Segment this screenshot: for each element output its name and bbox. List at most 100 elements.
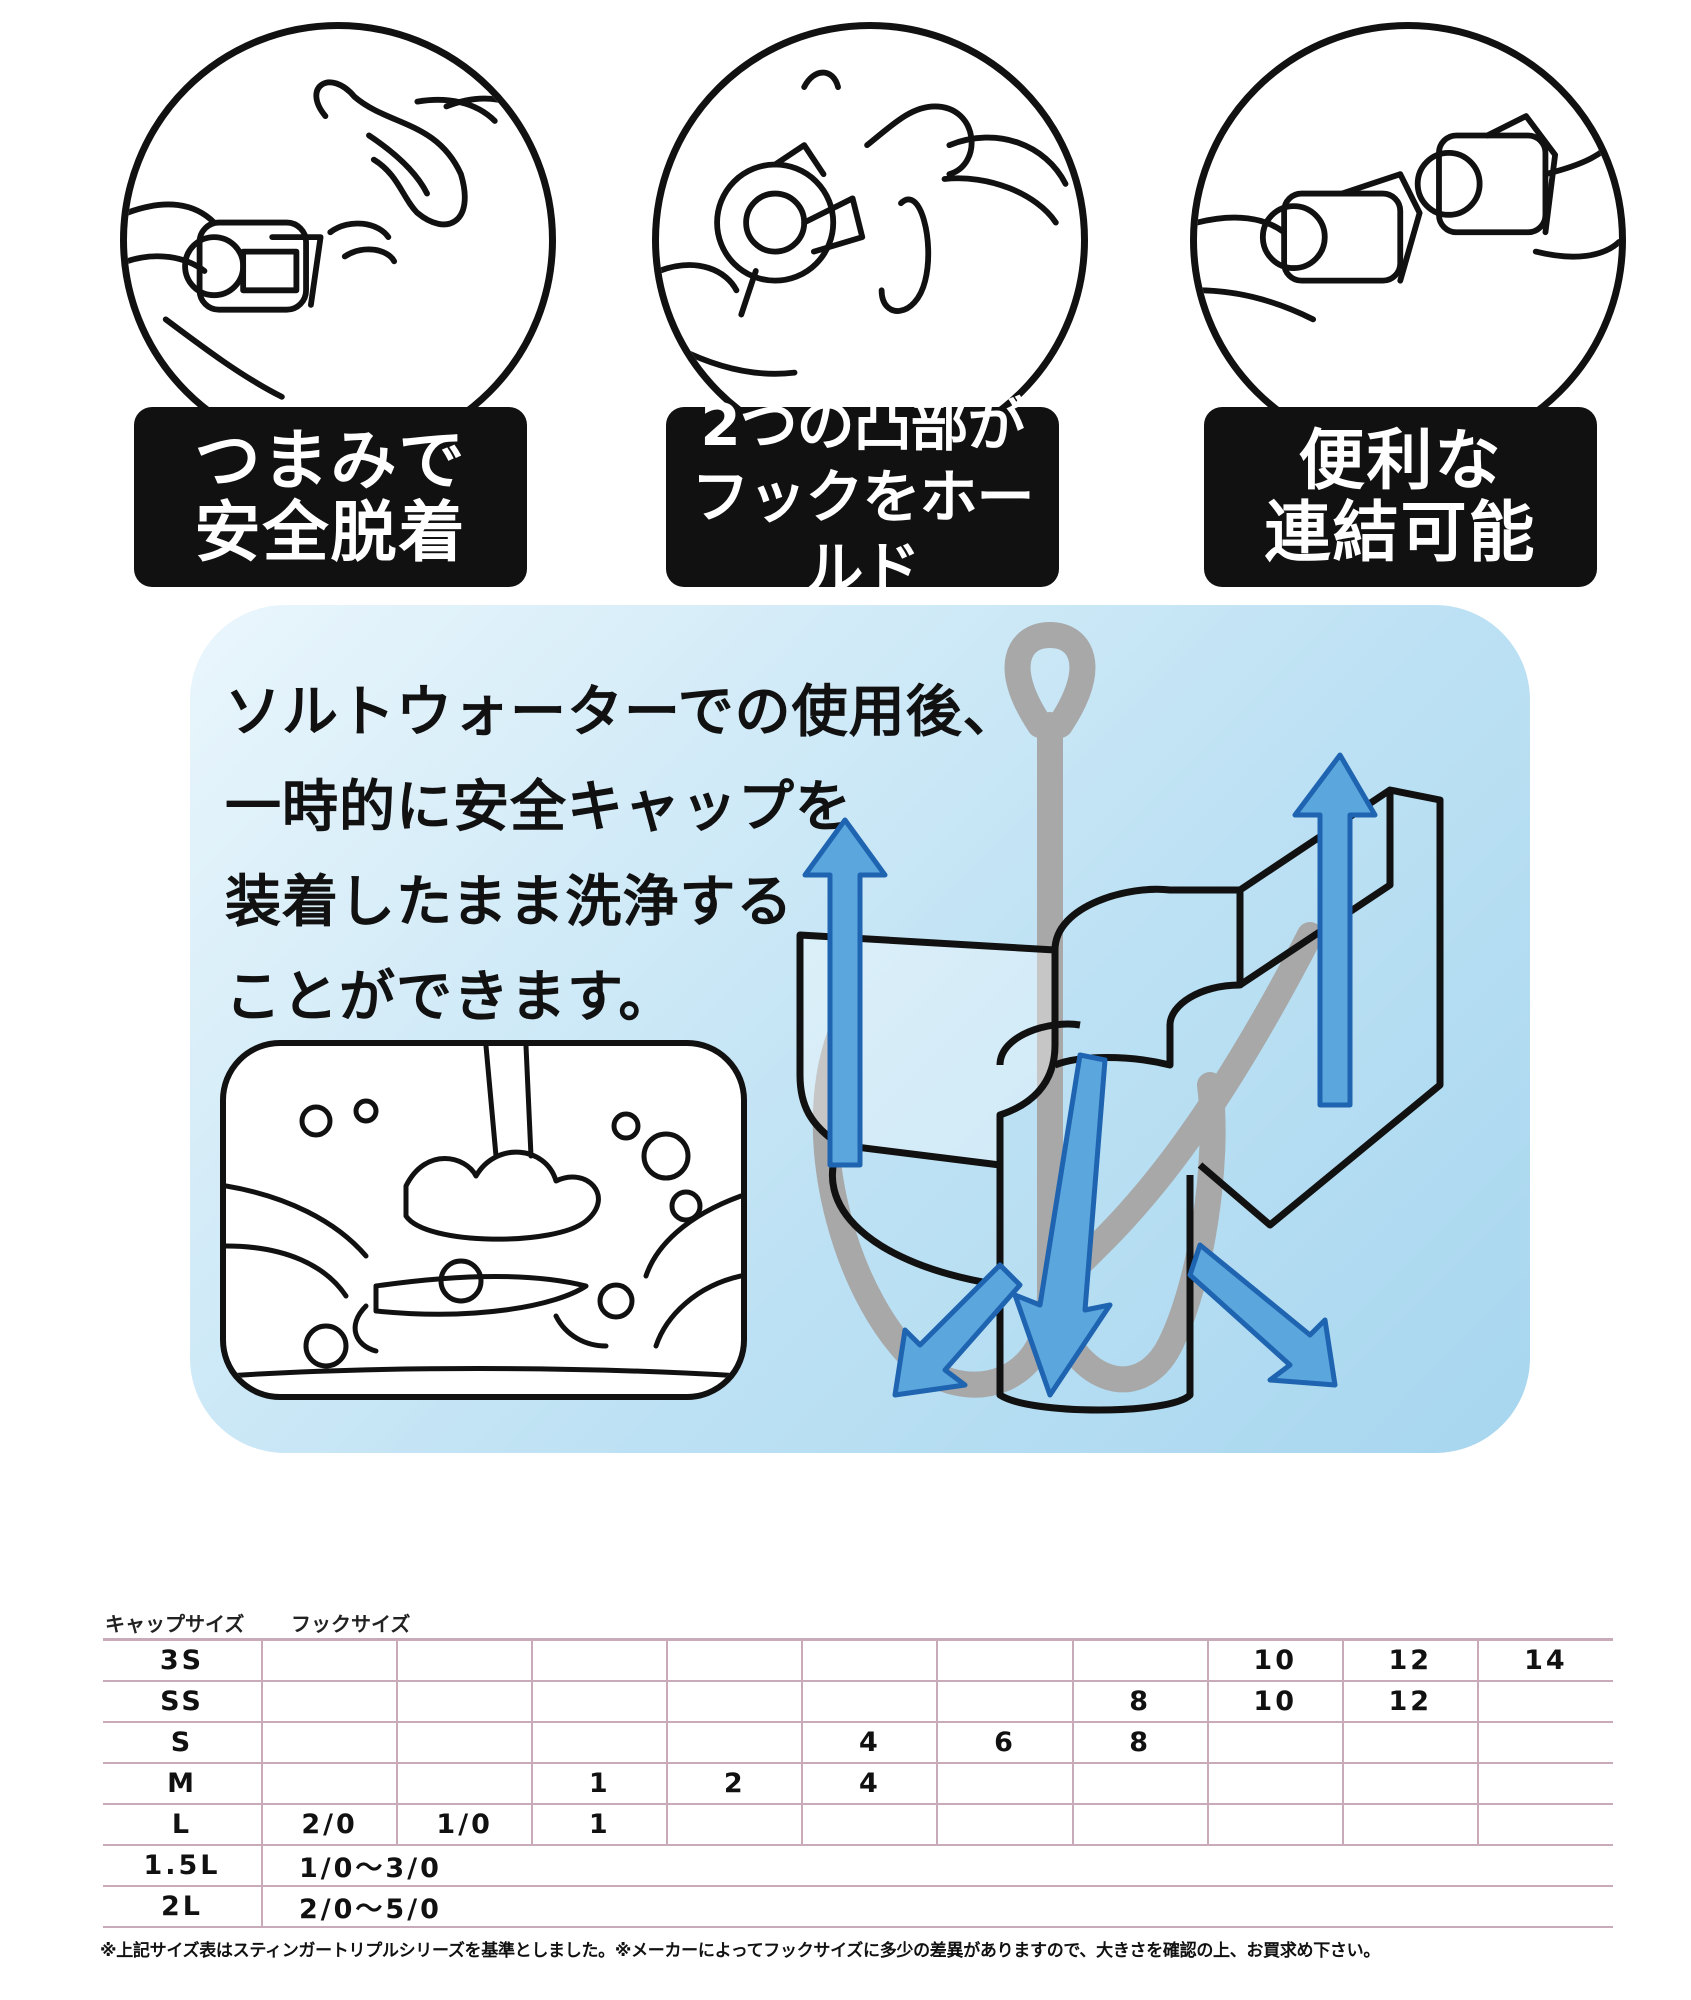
- hook-size-cell: 12: [1341, 1638, 1478, 1682]
- wash-line-4: ことができます。: [225, 965, 676, 1030]
- hook-size-cell: [1071, 1638, 1208, 1682]
- saltwater-wash-panel: ソルトウォーターでの使用後、 一時的に安全キャップを 装着したまま洗浄する こと…: [190, 605, 1530, 1453]
- table-row: M 1 2 4: [103, 1763, 1613, 1805]
- feature-label: 便利な 連結可能: [1204, 407, 1597, 587]
- hook-size-cell: [666, 1722, 803, 1764]
- hook-size-cell: 10: [1206, 1681, 1343, 1723]
- hook-size-cell: [1341, 1763, 1478, 1805]
- hook-size-cell: [936, 1804, 1073, 1846]
- table-row: L 2/0 1/0 1: [103, 1804, 1613, 1846]
- cap-size-cell: M: [103, 1763, 262, 1805]
- size-table-header: キャップサイズ フックサイズ: [103, 1604, 1613, 1638]
- hook-size-cell: [666, 1804, 803, 1846]
- size-table: キャップサイズ フックサイズ 3S 10 12 14 SS 8 10 1: [103, 1604, 1613, 1928]
- cap-size-cell: SS: [103, 1681, 262, 1723]
- hook-size-range-cell: 1/0〜3/0: [261, 1845, 1613, 1887]
- hook-size-cell: [801, 1638, 938, 1682]
- hook-size-cell: [260, 1638, 398, 1682]
- feature-label: つまみで 安全脱着: [134, 407, 527, 587]
- cap-size-cell: S: [103, 1722, 262, 1764]
- header-cap-size: キャップサイズ: [105, 1612, 245, 1636]
- feature-line-1: 2つの凸部が: [700, 391, 1025, 459]
- table-row: 3S 10 12 14: [103, 1638, 1613, 1682]
- hook-size-cell: [260, 1763, 398, 1805]
- table-row: 2L 2/0〜5/0: [103, 1886, 1613, 1928]
- hook-water-flow-diagram: [750, 605, 1530, 1453]
- feature-line-2: 連結可能: [1264, 494, 1537, 571]
- hook-size-cell: 1/0: [396, 1804, 533, 1846]
- hook-size-cell: [936, 1763, 1073, 1805]
- hook-size-cell: 6: [936, 1722, 1073, 1764]
- hook-size-cell: 10: [1206, 1638, 1343, 1682]
- hook-cap-icon: [659, 69, 1069, 377]
- table-row: S 4 6 8: [103, 1722, 1613, 1764]
- hook-size-cell: [1206, 1722, 1343, 1764]
- feature-connect: 便利な 連結可能: [1140, 22, 1660, 612]
- hook-size-range-cell: 2/0〜5/0: [261, 1886, 1613, 1928]
- table-row: SS 8 10 12: [103, 1681, 1613, 1723]
- wash-line-2: 一時的に安全キャップを: [225, 775, 852, 840]
- hook-size-cell: [801, 1681, 938, 1723]
- illustration-connect-caps: [1190, 22, 1626, 458]
- cap-size-cell: L: [103, 1804, 262, 1846]
- illustration-hook-hold: [652, 22, 1088, 458]
- hook-size-cell: [1341, 1804, 1478, 1846]
- hook-size-cell: [531, 1722, 668, 1764]
- wash-line-1: ソルトウォーターでの使用後、: [225, 680, 1020, 745]
- header-hook-size: フックサイズ: [291, 1612, 411, 1636]
- hook-size-cell: [1071, 1804, 1208, 1846]
- hook-size-cell: 8: [1071, 1722, 1208, 1764]
- hook-size-cell: [1206, 1763, 1343, 1805]
- hook-size-cell: [801, 1804, 938, 1846]
- hook-size-cell: [1476, 1722, 1613, 1764]
- hook-size-cell: [1206, 1804, 1343, 1846]
- feature-line-2: 安全脱着: [194, 494, 467, 571]
- hook-size-cell: 2/0: [260, 1804, 398, 1846]
- hook-size-cell: 8: [1071, 1681, 1208, 1723]
- feature-label: 2つの凸部が フックをホールド: [666, 391, 1059, 603]
- hook-size-cell: [666, 1638, 803, 1682]
- water-splash-icon: [226, 1046, 741, 1379]
- hand-pinch-icon: [127, 79, 549, 400]
- hook-size-cell: [666, 1681, 803, 1723]
- hook-size-cell: [396, 1722, 533, 1764]
- hook-size-cell: 4: [801, 1722, 938, 1764]
- hook-size-cell: [1071, 1763, 1208, 1805]
- feature-line-1: つまみで: [194, 422, 467, 499]
- cap-size-cell: 3S: [103, 1638, 262, 1682]
- hook-size-cell: [936, 1681, 1073, 1723]
- wash-description: ソルトウォーターでの使用後、 一時的に安全キャップを 装着したまま洗浄する こと…: [225, 665, 1020, 1045]
- hook-size-cell: [531, 1681, 668, 1723]
- feature-line-2: フックをホールド: [691, 463, 1034, 603]
- illustration-pinch-cap: [120, 22, 556, 458]
- size-table-body: 3S 10 12 14 SS 8 10 12 S: [103, 1638, 1613, 1928]
- feature-safe-attach: つまみで 安全脱着: [70, 22, 590, 612]
- hook-size-cell: 1: [531, 1804, 668, 1846]
- hook-size-cell: 12: [1341, 1681, 1478, 1723]
- hook-size-cell: [1476, 1681, 1613, 1723]
- treble-hook-icon: [796, 622, 1444, 1414]
- hook-size-cell: [1476, 1804, 1613, 1846]
- cap-size-cell: 2L: [103, 1886, 262, 1928]
- hook-size-cell: [531, 1638, 668, 1682]
- hook-size-cell: 2: [666, 1763, 803, 1805]
- wash-line-3: 装着したまま洗浄する: [225, 870, 794, 935]
- hook-size-cell: 4: [801, 1763, 938, 1805]
- hook-size-cell: [260, 1722, 398, 1764]
- wash-illustration: [220, 1040, 747, 1400]
- hook-size-cell: [1341, 1722, 1478, 1764]
- size-footnote: ※上記サイズ表はスティンガートリプルシリーズを基準としました。※メーカーによって…: [100, 1941, 1381, 1961]
- hook-size-cell: [260, 1681, 398, 1723]
- hook-size-cell: 1: [531, 1763, 668, 1805]
- hook-size-cell: [396, 1681, 533, 1723]
- cap-size-cell: 1.5L: [103, 1845, 262, 1887]
- hook-size-cell: [1476, 1763, 1613, 1805]
- hook-size-cell: [396, 1638, 533, 1682]
- hook-size-cell: [936, 1638, 1073, 1682]
- hook-size-cell: 14: [1476, 1638, 1613, 1682]
- connected-caps-icon: [1197, 80, 1619, 323]
- table-row: 1.5L 1/0〜3/0: [103, 1845, 1613, 1887]
- hook-size-cell: [396, 1763, 533, 1805]
- feature-line-1: 便利な: [1298, 422, 1503, 499]
- feature-hook-hold: 2つの凸部が フックをホールド: [602, 22, 1122, 612]
